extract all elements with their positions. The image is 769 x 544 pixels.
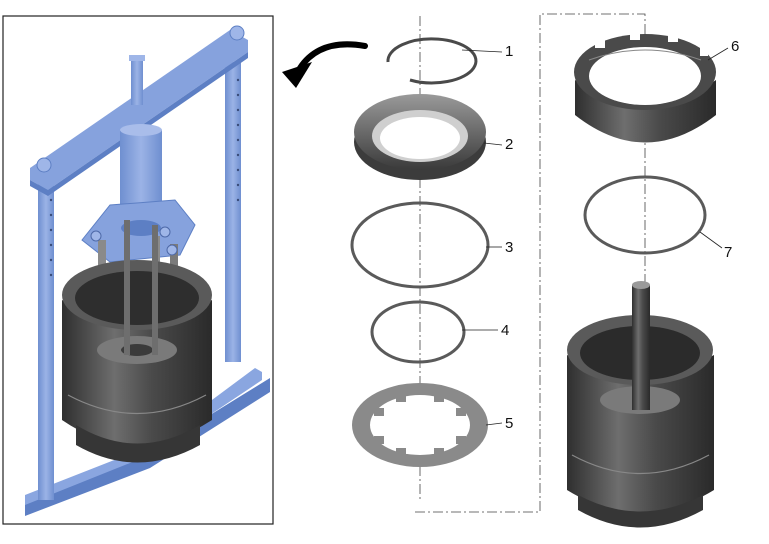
drum-shaft [632,285,650,410]
press-drum [62,260,212,463]
callout-6: 6 [731,38,739,55]
part-5-spring-plate [352,383,488,467]
beam-cap-right [229,25,245,41]
part-1-snap-ring [386,37,478,85]
press-screw-top [131,55,143,105]
callout-5: 5 [505,415,513,432]
curved-arrow-icon [282,41,368,88]
press-cross-beam [30,30,248,190]
press-tie-rod-1 [124,220,130,355]
callout-3: 3 [505,239,513,256]
beam-cap-left [36,157,52,173]
part-3-seal-ring [350,201,490,289]
callout-7: 7 [724,244,732,261]
press-post-right [225,62,241,362]
part-6-retainer [574,28,716,143]
part-7-ring [583,175,707,255]
callout-1: 1 [505,43,513,60]
press-post-left [38,178,54,500]
clutch-drum-assembly [567,281,714,528]
press-tool-panel [2,15,274,525]
callout-4: 4 [501,322,509,339]
right-parts [567,28,729,528]
press-base-plate [25,378,270,516]
center-parts [350,13,646,513]
part-4-seal-ring [370,300,466,364]
callout-2: 2 [505,136,513,153]
callout-labels: 1 2 3 4 5 6 7 [501,38,739,432]
part-2-piston [354,94,486,180]
